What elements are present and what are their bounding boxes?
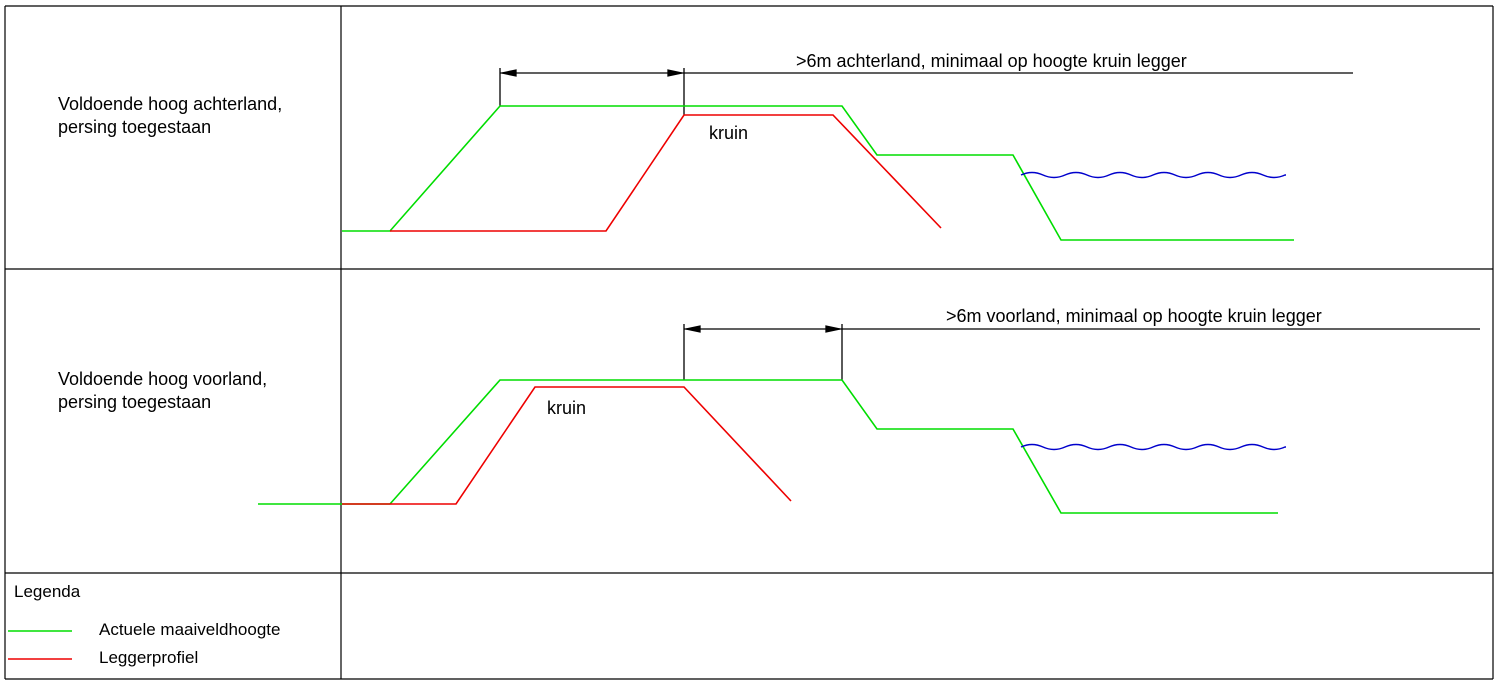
panel-2-description-line-2: persing toegestaan [58, 392, 211, 412]
panel-1-water-surface [1020, 171, 1286, 179]
panel-2-description-line-1: Voldoende hoog voorland, [58, 369, 267, 389]
legend-label-actual-ground: Actuele maaiveldhoogte [99, 620, 280, 639]
panel-1-arrowhead-right [667, 69, 683, 77]
legend-title: Legenda [14, 582, 81, 601]
panel-1-crest-label: kruin [709, 123, 748, 143]
panel-1-description-line-1: Voldoende hoog achterland, [58, 94, 282, 114]
panel-1-description-line-2: persing toegestaan [58, 117, 211, 137]
panel-1-arrowhead-left [501, 69, 517, 77]
panel-2-dimension-note: >6m voorland, minimaal op hoogte kruin l… [946, 306, 1322, 326]
panel-1-dimension-indicator [499, 68, 1353, 115]
panel-1-actual-ground-line [342, 105, 1294, 241]
panel-achterland: Voldoende hoog achterland, persing toege… [58, 51, 1353, 241]
legend: Legenda Actuele maaiveldhoogte Leggerpro… [8, 582, 280, 667]
panel-2-actual-ground-line [258, 379, 1278, 514]
panel-2-water-surface [1020, 443, 1286, 451]
panel-2-arrowhead-left [685, 325, 701, 333]
panel-2-crest-label: kruin [547, 398, 586, 418]
panel-1-legger-profile-line [390, 114, 942, 232]
legend-label-legger-profile: Leggerprofiel [99, 648, 198, 667]
panel-voorland: Voldoende hoog voorland, persing toegest… [58, 306, 1480, 514]
panel-2-arrowhead-right [825, 325, 841, 333]
table-frame [4, 5, 1494, 680]
panel-1-dimension-note: >6m achterland, minimaal op hoogte kruin… [796, 51, 1187, 71]
panel-2-legger-profile-line [342, 386, 792, 505]
panel-2-dimension-indicator [683, 324, 1480, 380]
